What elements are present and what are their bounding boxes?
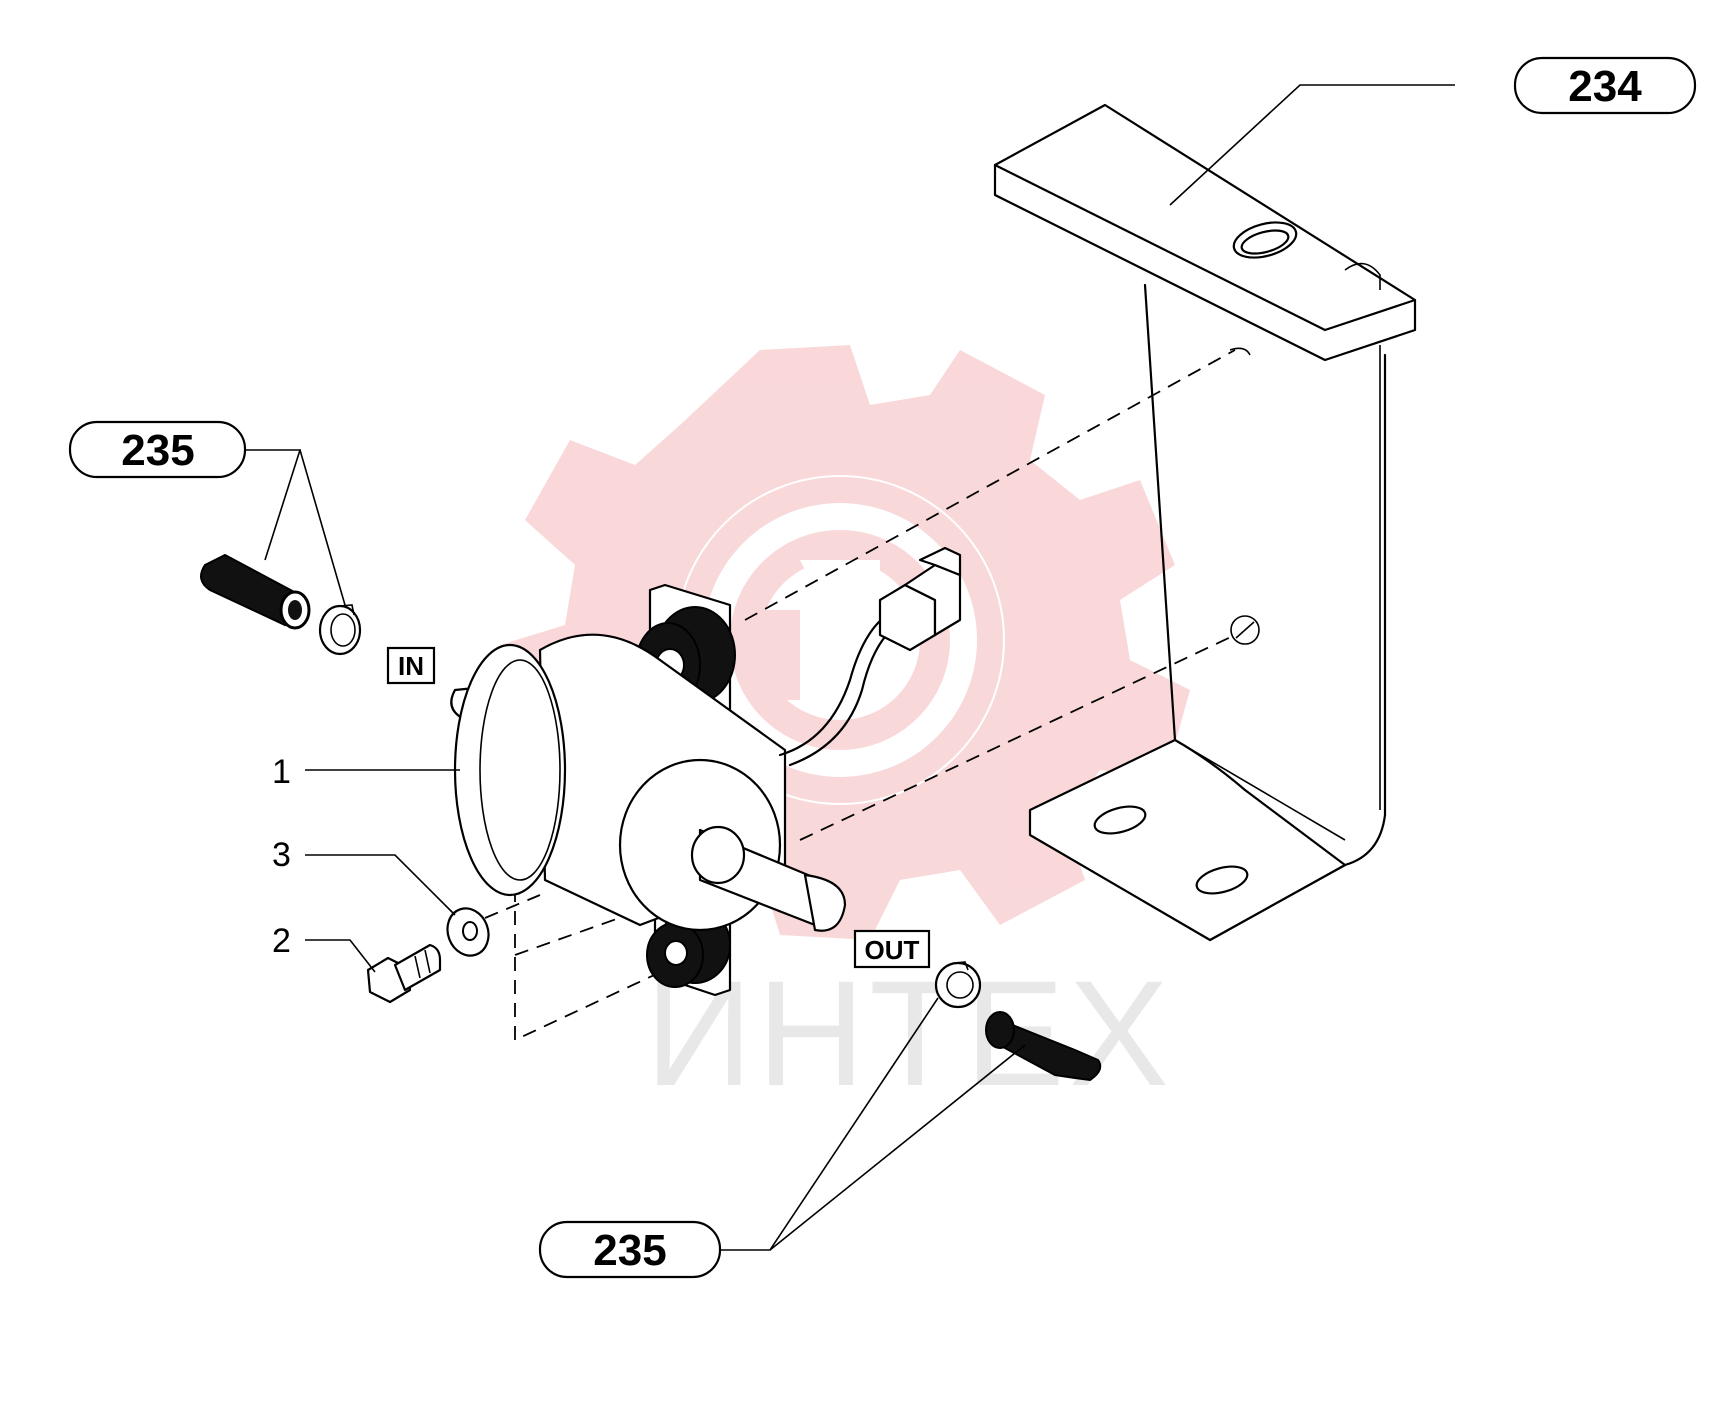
callout-235-lower: 235 [538, 1220, 722, 1279]
clamp-lower [934, 961, 982, 1009]
port-label-in-text: IN [398, 651, 424, 681]
leader-lines [240, 84, 1455, 1251]
watermark-text: ИНТЕХ [645, 949, 1173, 1117]
port-label-in: IN [386, 646, 436, 685]
part-number-3: 3 [272, 836, 291, 874]
hose-lower [985, 1011, 1102, 1082]
washer [446, 907, 490, 957]
part-number-2: 2 [272, 922, 291, 960]
port-label-out-text: OUT [865, 935, 920, 965]
mounting-bracket [993, 103, 1417, 942]
callout-235-upper-label: 235 [121, 426, 194, 475]
callout-234: 234 [1513, 56, 1697, 115]
callout-235-lower-label: 235 [593, 1226, 666, 1275]
hose-upper [200, 553, 311, 630]
clamp-upper [318, 604, 362, 656]
fuel-pump [450, 546, 962, 997]
part-number-1: 1 [272, 753, 291, 791]
port-label-out: OUT [853, 929, 931, 969]
callout-234-label: 234 [1568, 62, 1642, 111]
bolt [366, 943, 442, 1004]
callout-235-upper: 235 [68, 420, 247, 479]
